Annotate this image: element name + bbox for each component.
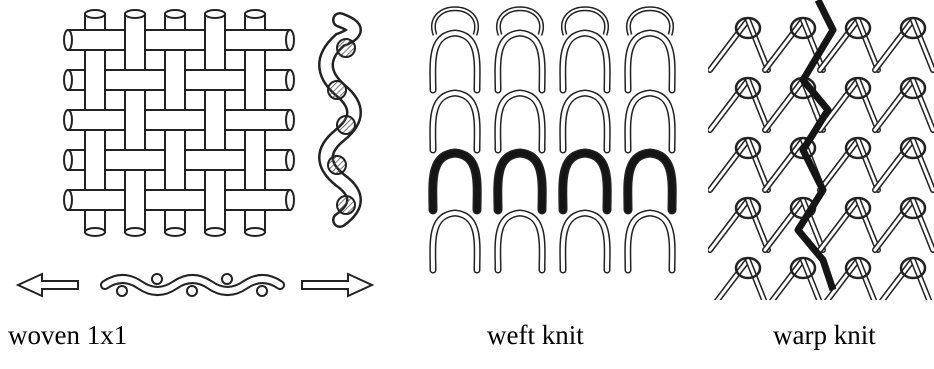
yarn-cross-section-icon bbox=[222, 274, 232, 284]
knit-loop bbox=[563, 153, 607, 210]
yarn-cross-section-icon bbox=[337, 39, 355, 57]
yarn-cross-section-icon bbox=[257, 286, 267, 296]
knit-loop bbox=[433, 213, 477, 270]
knit-loop bbox=[628, 153, 672, 210]
vertical-cross-section bbox=[326, 20, 355, 220]
knit-loop bbox=[433, 33, 477, 90]
yarn-cross-section-icon bbox=[337, 196, 355, 214]
woven-caption: woven 1x1 bbox=[8, 322, 127, 349]
yarn-cross-section-icon bbox=[187, 286, 197, 296]
weft-knit-caption: weft knit bbox=[487, 322, 584, 349]
warp-knit-diagram bbox=[708, 0, 934, 300]
knit-loop bbox=[563, 213, 607, 270]
yarn-cross-section-icon bbox=[328, 81, 346, 99]
warp-knit-caption: warp knit bbox=[773, 322, 876, 349]
weft-knit-loops-icon bbox=[405, 0, 705, 300]
arrow-right-icon bbox=[302, 274, 372, 296]
yarn-cross-section-icon bbox=[152, 274, 162, 284]
knit-loop bbox=[498, 213, 542, 270]
weft-knit-diagram bbox=[405, 0, 705, 300]
warp-yarn bbox=[205, 14, 225, 232]
knit-loop bbox=[498, 153, 542, 210]
knit-loop bbox=[433, 93, 477, 150]
knit-loop bbox=[498, 33, 542, 90]
knit-loop bbox=[563, 33, 607, 90]
knit-loop bbox=[628, 213, 672, 270]
arrow-left-icon bbox=[18, 274, 78, 296]
knit-loop bbox=[563, 93, 607, 150]
yarn-cross-section-icon bbox=[337, 116, 355, 134]
woven-diagram bbox=[0, 0, 395, 300]
knit-loop bbox=[628, 93, 672, 150]
warp-knit-loops-icon bbox=[708, 0, 934, 300]
yarn-cross-section-icon bbox=[117, 286, 127, 296]
plain-weave-grid-icon bbox=[0, 0, 395, 300]
yarn-cross-section-icon bbox=[328, 156, 346, 174]
weave-grid bbox=[64, 10, 294, 236]
horizontal-cross-section bbox=[105, 274, 280, 296]
knit-loop bbox=[628, 33, 672, 90]
knit-loop bbox=[498, 93, 542, 150]
warp-yarn bbox=[125, 14, 145, 232]
knit-loop bbox=[433, 153, 477, 210]
